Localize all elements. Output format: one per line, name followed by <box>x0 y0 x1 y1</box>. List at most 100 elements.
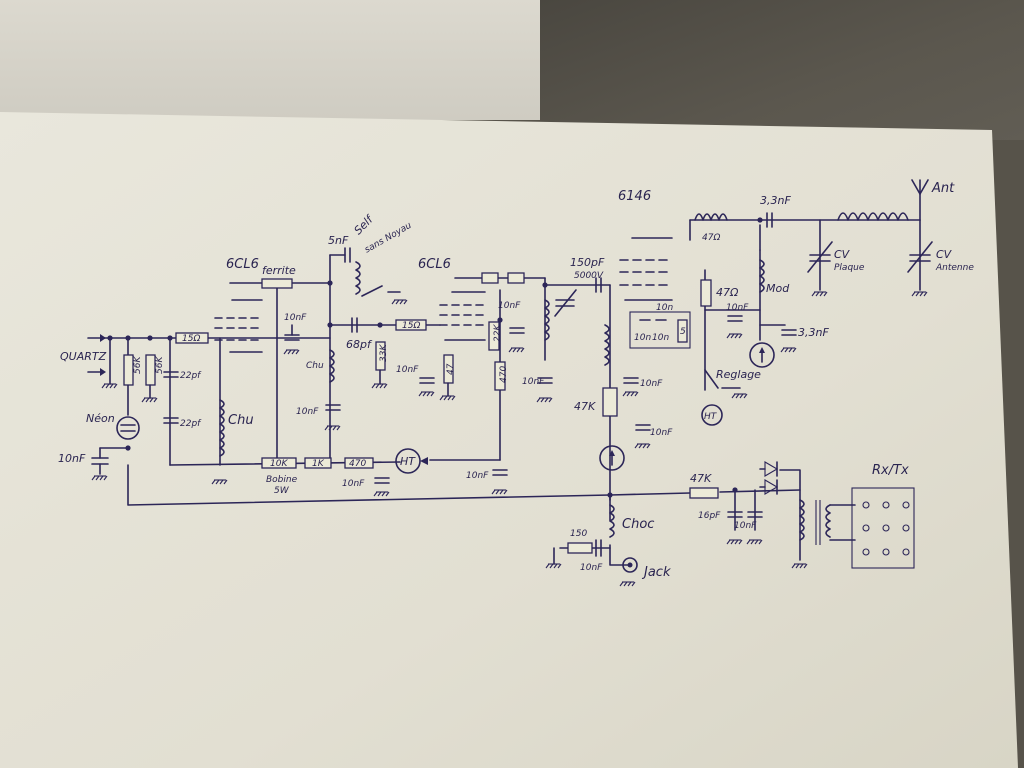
neon-lamp: Néon <box>86 412 140 440</box>
resistor-470-2 <box>494 361 506 391</box>
resistor-47-label: 47 <box>446 363 456 375</box>
svg-text:5: 5 <box>680 327 686 337</box>
resistor-top-1 <box>481 272 499 284</box>
tube-3-label: 6146 <box>618 189 651 204</box>
capacitor-10nf-9: 10nF <box>634 424 673 449</box>
capacitor-10nf-2: 10nF <box>296 404 341 431</box>
quartz-label: QUARTZ <box>60 350 107 363</box>
meter-1 <box>599 445 625 471</box>
resistor-1k <box>304 457 332 469</box>
svg-text:Mod: Mod <box>766 282 790 295</box>
capacitor-33nf-2: 3,3nF <box>759 324 829 353</box>
svg-text:10nF: 10nF <box>726 303 749 313</box>
coil-mod <box>759 259 765 293</box>
rxtx-label: Rx/Tx <box>872 463 909 478</box>
resistor-47-plate <box>700 279 712 307</box>
capacitor-33nf-1: 3,3nF <box>760 194 791 228</box>
capacitor-10nf-4: 10nF <box>342 477 390 497</box>
svg-text:10nF: 10nF <box>580 563 603 573</box>
svg-text:Chu: Chu <box>228 413 254 428</box>
tube-2: 6CL6 <box>418 257 486 341</box>
capacitor-5nf: 5nF <box>328 234 351 263</box>
resistor-top-2 <box>507 272 525 284</box>
resistor-bobine-10k-label: 10K <box>270 459 288 469</box>
bobine-label-2: 5W <box>274 486 290 496</box>
capacitor-150pf: 150pF 5000V <box>570 256 605 293</box>
quartz: QUARTZ <box>60 334 118 389</box>
resistor-bobine-10k <box>261 457 297 469</box>
svg-text:Choc: Choc <box>622 517 654 532</box>
cv-plaque: CV Plaque <box>807 241 865 297</box>
resistor-56k-2 <box>145 354 156 386</box>
svg-text:10nF: 10nF <box>734 521 757 531</box>
coil-47-top <box>694 213 728 221</box>
svg-text:47Ω: 47Ω <box>702 233 720 243</box>
resistor-47k-2 <box>689 487 719 499</box>
coil-transformer-secondary <box>825 504 831 538</box>
coil-tank-2 <box>544 299 550 341</box>
svg-text:10n: 10n <box>634 333 651 343</box>
rxtx-connector: Rx/Tx <box>851 463 915 569</box>
variable-capacitors: CV Plaque CV Antenne <box>554 241 974 317</box>
ht-2: HT <box>701 404 723 426</box>
switch-self <box>361 285 408 305</box>
resistor-150 <box>567 542 593 554</box>
svg-text:HT: HT <box>400 455 416 468</box>
resistor-15-2-label: 15Ω <box>402 321 420 331</box>
svg-text:68pf: 68pf <box>346 338 373 351</box>
tube-1-label: 6CL6 <box>226 257 259 272</box>
resistor-470-2-label: 470 <box>499 366 509 383</box>
capacitor-10nf-10: 10nF <box>726 303 749 339</box>
capacitor-22pf-2: 22pf <box>163 417 202 429</box>
paper <box>0 112 1018 768</box>
resistors: 15Ω 56K 56K ferrite 15Ω 33K 47 10K Bobin… <box>123 264 739 554</box>
bobine-label-1: Bobine <box>266 475 298 485</box>
antenna-label: Ant <box>931 181 955 196</box>
resistor-15-1-label: 15Ω <box>182 334 200 344</box>
ferrite-label: ferrite <box>262 264 296 277</box>
svg-text:Antenne: Antenne <box>935 263 974 273</box>
antenna: Ant <box>911 179 955 221</box>
resistor-47k-1-label: 47K <box>574 400 596 413</box>
coil-self <box>355 261 361 295</box>
svg-text:3,3nF: 3,3nF <box>760 194 791 207</box>
jack-label: Jack <box>641 565 671 580</box>
capacitor-22pf-1: 22pf <box>163 371 202 381</box>
coil-chu-2 <box>329 349 335 383</box>
capacitor-10nf-8: 10nF <box>622 377 663 397</box>
resistor-56k-1-label: 56K <box>133 356 143 374</box>
resistor-15-2 <box>395 319 427 331</box>
resistor-33k-label: 33K <box>379 344 389 362</box>
capacitor-10nf-12: 10nF <box>580 539 603 573</box>
svg-text:10n: 10n <box>656 303 673 313</box>
resistor-470 <box>344 457 374 469</box>
capacitor-10nf-6: 10nF <box>498 301 525 353</box>
tube-2-label: 6CL6 <box>418 257 451 272</box>
svg-text:10nF: 10nF <box>296 407 319 417</box>
tube-1: 6CL6 <box>214 257 263 353</box>
svg-text:10nF: 10nF <box>342 479 365 489</box>
resistor-56k-1 <box>123 354 134 386</box>
svg-text:16pF: 16pF <box>698 511 721 521</box>
svg-text:3,3nF: 3,3nF <box>798 326 829 339</box>
resistor-22k-label: 22K <box>493 324 503 342</box>
cv-antenne: CV Antenne <box>907 241 974 297</box>
svg-text:10nF: 10nF <box>466 471 489 481</box>
svg-text:10nF: 10nF <box>396 365 419 375</box>
capacitor-10nf-1: 10nF <box>283 313 307 355</box>
resistor-47k-1 <box>602 387 618 417</box>
capacitor-10nf-7: 10nF <box>522 377 553 403</box>
svg-text:10nF: 10nF <box>498 301 521 311</box>
capacitor-68pf: 68pf <box>346 317 373 351</box>
svg-text:Plaque: Plaque <box>834 263 865 273</box>
resistor-1k-label: 1K <box>312 459 325 469</box>
resistor-47k-2-label: 47K <box>690 472 712 485</box>
svg-text:CV: CV <box>936 248 953 261</box>
desk-surface <box>540 0 1024 140</box>
svg-text:10nF: 10nF <box>58 452 86 465</box>
coil-plate <box>604 324 610 366</box>
svg-text:5nF: 5nF <box>328 234 349 247</box>
coil-antenna <box>837 212 909 221</box>
svg-text:10nF: 10nF <box>650 428 673 438</box>
